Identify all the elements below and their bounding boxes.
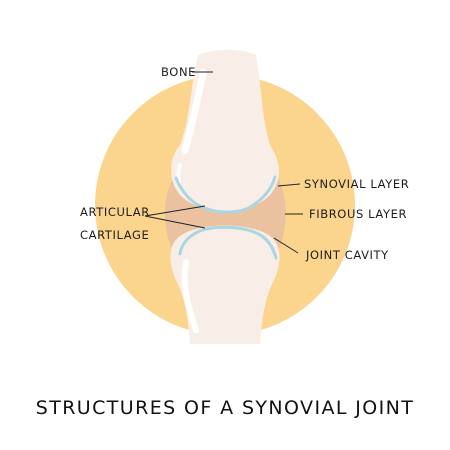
diagram-title: STRUCTURES OF A SYNOVIAL JOINT bbox=[36, 397, 415, 419]
joint-cavity-leader-line bbox=[273, 237, 299, 254]
upper-bone-highlight bbox=[181, 68, 207, 154]
label-articular: ARTICULAR bbox=[80, 205, 150, 219]
label-synovial-layer: SYNOVIAL LAYER bbox=[304, 177, 409, 191]
upper-cartilage bbox=[174, 175, 277, 214]
label-cartilage: CARTILAGE bbox=[80, 228, 149, 242]
synovial-layer-leader-line bbox=[277, 183, 301, 187]
label-joint-cavity: JOINT CAVITY bbox=[305, 248, 389, 262]
lower-bone-highlight bbox=[181, 259, 199, 333]
label-fibrous-layer: FIBROUS LAYER bbox=[309, 207, 407, 221]
articular-cartilage-leader-line-lower bbox=[144, 215, 206, 229]
lower-bone bbox=[170, 225, 280, 344]
label-bone: BONE bbox=[161, 65, 196, 79]
articular-cartilage-leader-line-upper bbox=[144, 205, 206, 217]
lower-cartilage bbox=[178, 225, 278, 260]
